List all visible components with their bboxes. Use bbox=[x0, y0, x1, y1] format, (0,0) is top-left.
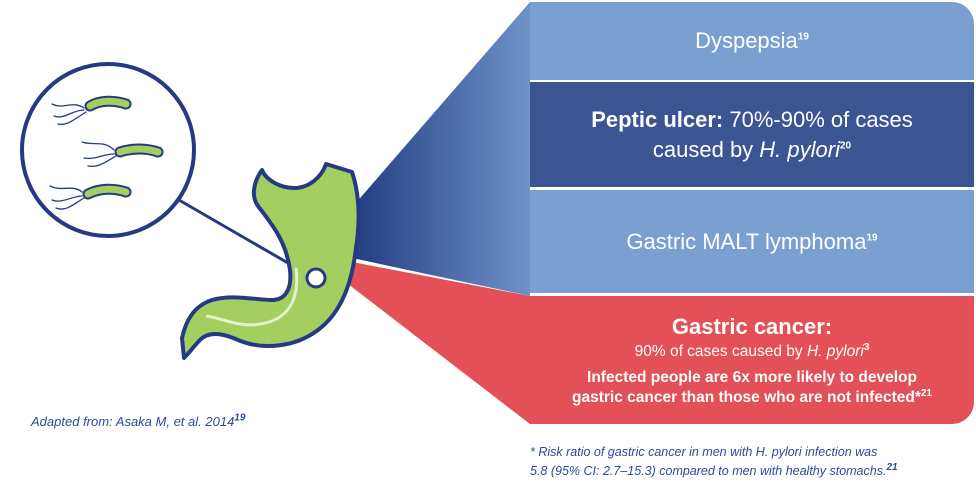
gastric-cancer-risk-line-1: Infected people are 6x more likely to de… bbox=[587, 369, 917, 386]
magnifier-circle bbox=[20, 62, 196, 238]
malt-title: Gastric MALT lymphoma19 bbox=[626, 228, 878, 254]
peptic-ulcer-title: Peptic ulcer: bbox=[591, 106, 724, 132]
dyspepsia-title: Dyspepsia19 bbox=[695, 28, 809, 53]
peptic-ulcer-panel: Peptic ulcer: 70%-90% of cases caused by… bbox=[530, 82, 974, 187]
gastric-cancer-subtitle: 90% of cases caused by H. pylori3 bbox=[634, 341, 870, 360]
malt-lymphoma-panel: Gastric MALT lymphoma19 bbox=[530, 190, 974, 293]
stomach-icon bbox=[180, 162, 361, 360]
peptic-ulcer-line-1: Peptic ulcer: 70%-90% of cases bbox=[591, 106, 913, 132]
peptic-ulcer-line-2: caused by H. pylori20 bbox=[652, 136, 852, 162]
gastric-cancer-title: Gastric cancer: bbox=[671, 314, 833, 339]
gastric-cancer-risk-line-2: gastric cancer than those who are not in… bbox=[572, 387, 932, 406]
dyspepsia-panel: Dyspepsia19 bbox=[530, 2, 974, 80]
dyspepsia-ref: 19 bbox=[797, 31, 809, 43]
red-fan-connector bbox=[348, 262, 530, 424]
source-credit: Adapted from: Asaka M, et al. 201419 bbox=[31, 412, 246, 429]
bacteria-icon bbox=[49, 95, 164, 210]
blue-fan-connector bbox=[348, 2, 530, 296]
footnote: * Risk ratio of gastric cancer in men wi… bbox=[530, 445, 898, 478]
gastric-cancer-panel: Gastric cancer: 90% of cases caused by H… bbox=[530, 296, 974, 424]
